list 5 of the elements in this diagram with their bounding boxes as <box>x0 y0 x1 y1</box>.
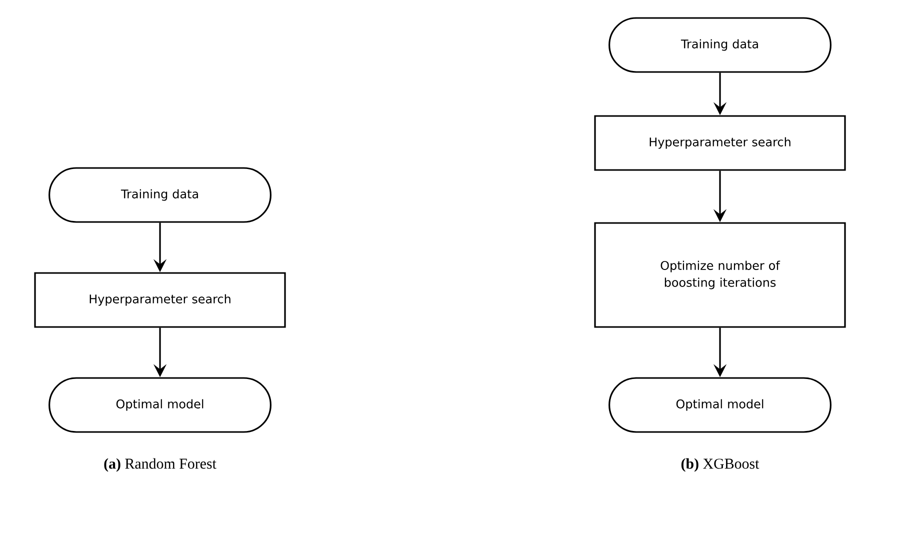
subfigure-caption: (b) XGBoost <box>681 458 760 472</box>
subfigure-caption: (a) Random Forest <box>104 458 216 472</box>
process-box: Hyperparameter search <box>34 272 286 328</box>
process-box: Optimize number of boosting iterations <box>594 222 846 328</box>
process-box: Hyperparameter search <box>594 115 846 171</box>
